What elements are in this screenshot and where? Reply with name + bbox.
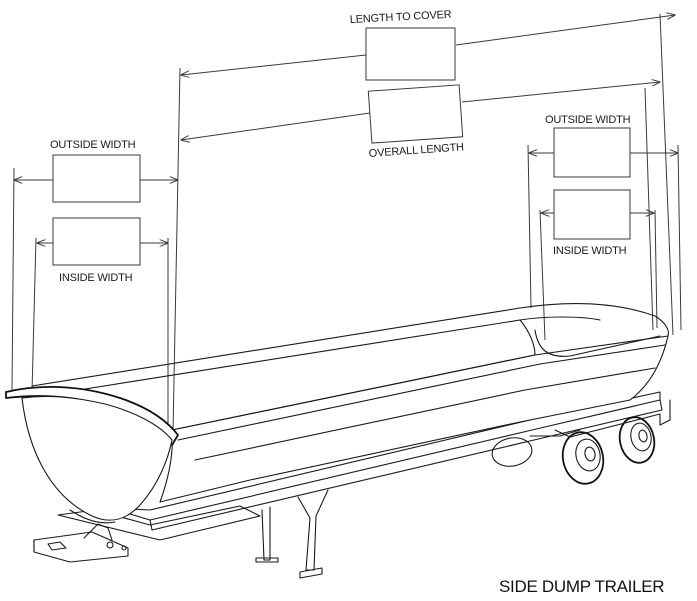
kingpin-coupler <box>33 523 129 563</box>
outside-width-right-label: OUTSIDE WIDTH <box>545 114 631 126</box>
extension-lines <box>11 13 682 433</box>
length-to-cover-label: LENGTH TO COVER <box>350 9 452 26</box>
dimension-labels: LENGTH TO COVER OVERALL LENGTH OUTSIDE W… <box>50 9 631 284</box>
chassis-frame <box>57 391 671 541</box>
rear-wheels <box>491 416 656 485</box>
landing-gear <box>255 489 329 579</box>
trailer-illustration <box>5 303 671 579</box>
measurement-boxes <box>52 27 631 266</box>
overall-length-label: OVERALL LENGTH <box>368 141 464 160</box>
inside-width-left-label: INSIDE WIDTH <box>59 272 133 284</box>
overall-length-box[interactable] <box>367 84 464 144</box>
diagram-title: SIDE DUMP TRAILER <box>499 577 664 596</box>
inside-width-right-label: INSIDE WIDTH <box>553 245 627 257</box>
length-to-cover-box[interactable] <box>365 27 456 81</box>
outside-width-left-label: OUTSIDE WIDTH <box>50 139 136 151</box>
dimension-lines <box>14 15 678 243</box>
inside-width-left-box[interactable] <box>52 217 141 266</box>
outside-width-right-box[interactable] <box>553 127 631 178</box>
dump-tub <box>5 303 669 524</box>
outside-width-left-box[interactable] <box>52 154 141 203</box>
inside-width-right-box[interactable] <box>553 189 631 240</box>
